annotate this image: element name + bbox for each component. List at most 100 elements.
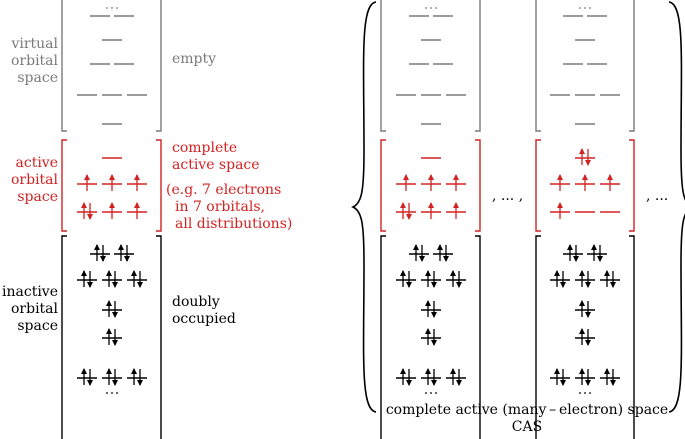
spin-down-arrowhead	[431, 340, 437, 346]
bracket-right	[629, 0, 635, 132]
spin-up-arrowhead	[554, 270, 560, 276]
bracket-left	[535, 235, 541, 439]
spin-up-arrowhead	[106, 270, 112, 276]
spin-up-arrowhead	[579, 328, 585, 334]
spin-down-arrowhead	[456, 380, 462, 386]
empty-label: empty	[172, 51, 217, 67]
bracket-right	[156, 0, 162, 132]
spin-up-arrowhead	[425, 368, 431, 374]
bracket-left	[61, 139, 67, 232]
bracket-left	[61, 235, 67, 439]
ellipsis-dot	[579, 7, 581, 9]
spin-up-arrowhead	[557, 174, 563, 180]
spin-up-arrowhead	[131, 368, 137, 374]
spin-down-arrowhead	[112, 282, 118, 288]
ellipsis-dot	[106, 392, 108, 394]
ellipsis-dot	[425, 392, 427, 394]
spin-up-arrowhead	[109, 174, 115, 180]
bracket-right	[475, 0, 481, 132]
spin-up-arrowhead	[425, 300, 431, 306]
spin-up-arrowhead	[579, 270, 585, 276]
spin-up-arrowhead	[106, 300, 112, 306]
left-brace	[351, 1, 377, 413]
ellipsis-dot	[430, 7, 432, 9]
spin-down-arrowhead	[87, 282, 93, 288]
ellipsis-dot	[111, 392, 113, 394]
spin-up-arrowhead	[131, 270, 137, 276]
spin-down-arrowhead	[597, 256, 603, 262]
doubly-occupied-label: doubly occupied	[172, 294, 236, 327]
bracket-left	[380, 235, 386, 439]
configuration-separator-end: , ...	[646, 188, 669, 204]
ellipsis-dot	[116, 392, 118, 394]
ellipsis-dot	[106, 7, 108, 9]
spin-up-arrowhead	[437, 244, 443, 250]
spin-up-arrowhead	[604, 270, 610, 276]
spin-down-arrowhead	[431, 380, 437, 386]
ellipsis-dot	[589, 392, 591, 394]
spin-up-arrowhead	[453, 174, 459, 180]
spin-down-arrowhead	[573, 256, 579, 262]
spin-down-arrowhead	[87, 380, 93, 386]
spin-up-arrowhead	[134, 174, 140, 180]
bracket-right	[475, 235, 481, 439]
spin-down-arrowhead	[137, 380, 143, 386]
spin-up-arrowhead	[81, 202, 87, 208]
ellipsis-dot	[584, 7, 586, 9]
spin-up-arrowhead	[425, 328, 431, 334]
spin-up-arrowhead	[106, 328, 112, 334]
spin-down-arrowhead	[560, 380, 566, 386]
bracket-right	[156, 235, 162, 439]
ellipsis-dot	[579, 392, 581, 394]
spin-up-arrowhead	[106, 368, 112, 374]
spin-down-arrowhead	[112, 380, 118, 386]
ellipsis-dot	[111, 7, 113, 9]
spin-up-arrowhead	[579, 368, 585, 374]
spin-up-arrowhead	[428, 202, 434, 208]
spin-up-arrowhead	[557, 202, 563, 208]
right-brace	[668, 1, 685, 413]
spin-down-arrowhead	[585, 160, 591, 166]
virtual-space-label: virtual orbital space	[10, 36, 58, 86]
spin-down-arrowhead	[406, 214, 412, 220]
spin-down-arrowhead	[87, 214, 93, 220]
spin-down-arrowhead	[100, 256, 106, 262]
spin-up-arrowhead	[582, 174, 588, 180]
ellipsis-dot	[116, 7, 118, 9]
bracket-left	[380, 0, 386, 132]
spin-up-arrowhead	[81, 270, 87, 276]
spin-down-arrowhead	[431, 282, 437, 288]
bracket-right	[475, 139, 481, 232]
ellipsis-dot	[425, 7, 427, 9]
spin-down-arrowhead	[585, 312, 591, 318]
bracket-right	[629, 235, 635, 439]
spin-down-arrowhead	[610, 282, 616, 288]
cas-caption: complete active (many – electron) space …	[385, 402, 669, 435]
configuration-separator: , ... ,	[492, 188, 524, 204]
ellipsis-dot	[435, 392, 437, 394]
spin-up-arrowhead	[81, 368, 87, 374]
spin-up-arrowhead	[591, 244, 597, 250]
spin-down-arrowhead	[406, 380, 412, 386]
spin-down-arrowhead	[610, 380, 616, 386]
bracket-left	[380, 139, 386, 232]
spin-up-arrowhead	[579, 300, 585, 306]
spin-up-arrowhead	[118, 244, 124, 250]
spin-down-arrowhead	[431, 312, 437, 318]
spin-up-arrowhead	[428, 174, 434, 180]
spin-down-arrowhead	[585, 380, 591, 386]
spin-up-arrowhead	[400, 270, 406, 276]
spin-down-arrowhead	[137, 282, 143, 288]
bracket-left	[61, 0, 67, 132]
bracket-left	[535, 0, 541, 132]
spin-up-arrowhead	[567, 244, 573, 250]
spin-up-arrowhead	[425, 270, 431, 276]
spin-down-arrowhead	[406, 282, 412, 288]
spin-down-arrowhead	[456, 282, 462, 288]
spin-up-arrowhead	[413, 244, 419, 250]
bracket-right	[156, 139, 162, 232]
spin-up-arrowhead	[109, 202, 115, 208]
spin-down-arrowhead	[112, 340, 118, 346]
spin-up-arrowhead	[134, 202, 140, 208]
